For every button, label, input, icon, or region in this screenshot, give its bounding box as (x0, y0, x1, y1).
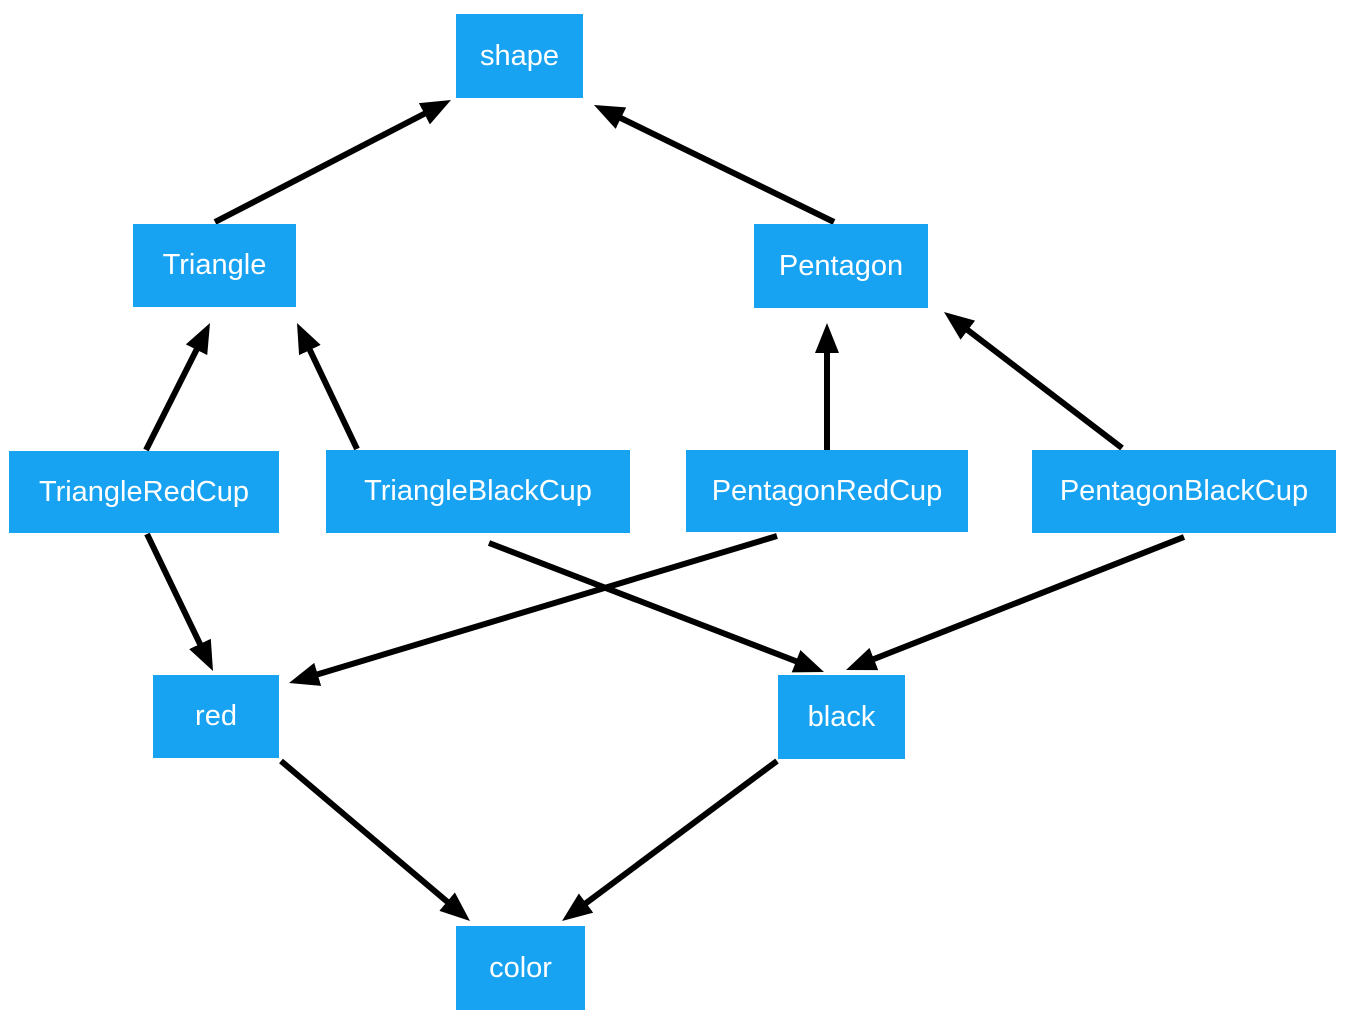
edge-black-to-color (561, 758, 779, 922)
edge-TriangleRedCup-to-Triangle (143, 322, 211, 452)
node-red: red (153, 675, 279, 758)
node-shape: shape (456, 14, 583, 98)
node-triangle-red-cup: TriangleRedCup (9, 451, 279, 533)
edge-PentagonBlackCup-to-Pentagon (944, 312, 1124, 451)
node-triangle-black-cup-label: TriangleBlackCup (364, 475, 592, 507)
node-pentagon-black-cup-label: PentagonBlackCup (1059, 475, 1309, 507)
node-red-label: red (195, 700, 237, 732)
edge-PentagonRedCup-to-red (289, 533, 778, 686)
edge-red-to-color (279, 758, 471, 921)
edge-TriangleRedCup-to-red (144, 532, 213, 672)
node-triangle-black-cup: TriangleBlackCup (326, 450, 630, 533)
node-triangle-label: Triangle (162, 249, 267, 281)
node-pentagon-red-cup-label: PentagonRedCup (711, 474, 943, 507)
edge-TriangleBlackCup-to-Triangle (297, 322, 360, 451)
node-pentagon-red-cup: PentagonRedCup (686, 450, 968, 532)
node-pentagon-label: Pentagon (778, 249, 904, 282)
node-color: color (456, 926, 585, 1010)
node-pentagon-black-cup: PentagonBlackCup (1032, 450, 1336, 533)
node-shape-label: shape (479, 39, 559, 72)
edge-Pentagon-to-shape (593, 105, 836, 225)
node-triangle-red-cup-label: TriangleRedCup (38, 475, 250, 508)
edge-TriangleBlackCup-to-black (487, 540, 824, 673)
node-color-label: color (489, 951, 552, 984)
edge-Triangle-to-shape (213, 100, 452, 225)
edge-PentagonBlackCup-to-black (846, 534, 1186, 671)
node-triangle: Triangle (133, 224, 296, 307)
node-black: black (778, 675, 905, 759)
node-pentagon: Pentagon (754, 224, 928, 308)
node-black-label: black (807, 700, 876, 733)
